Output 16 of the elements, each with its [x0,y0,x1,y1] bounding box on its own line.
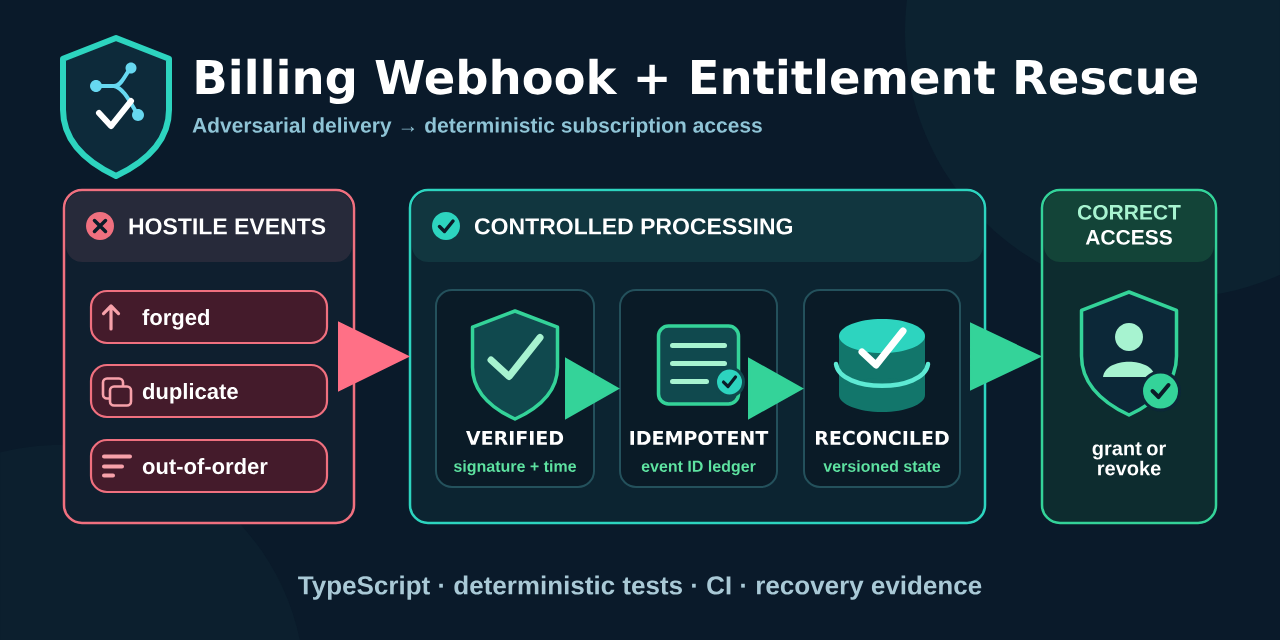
event-pill: duplicate [89,363,329,419]
step-title: RECONCILED [816,430,949,446]
step-caption: versioned state [823,460,941,472]
panel-text: grant or revoke [1092,442,1166,476]
panel-header: CORRECT ACCESS [1044,192,1214,262]
subtitle: Adversarial delivery → deterministic subscription access [192,117,762,137]
footer-text: TypeScript · deterministic tests · CI · recovery evidence [298,575,982,600]
panel-header: HOSTILE EVENTS [66,192,352,262]
step-caption: signature + time [454,460,576,476]
event-pill: forged [89,289,329,345]
panel-header: CONTROLLED PROCESSING [412,192,983,262]
step-title: VERIFIED [466,431,564,445]
step-title: IDEMPOTENT [630,430,769,446]
title: Billing Webhook + Entitlement Rescue [196,58,1197,105]
step-caption: event ID ledger [641,460,756,476]
event-pill: out-of-order [89,438,329,494]
